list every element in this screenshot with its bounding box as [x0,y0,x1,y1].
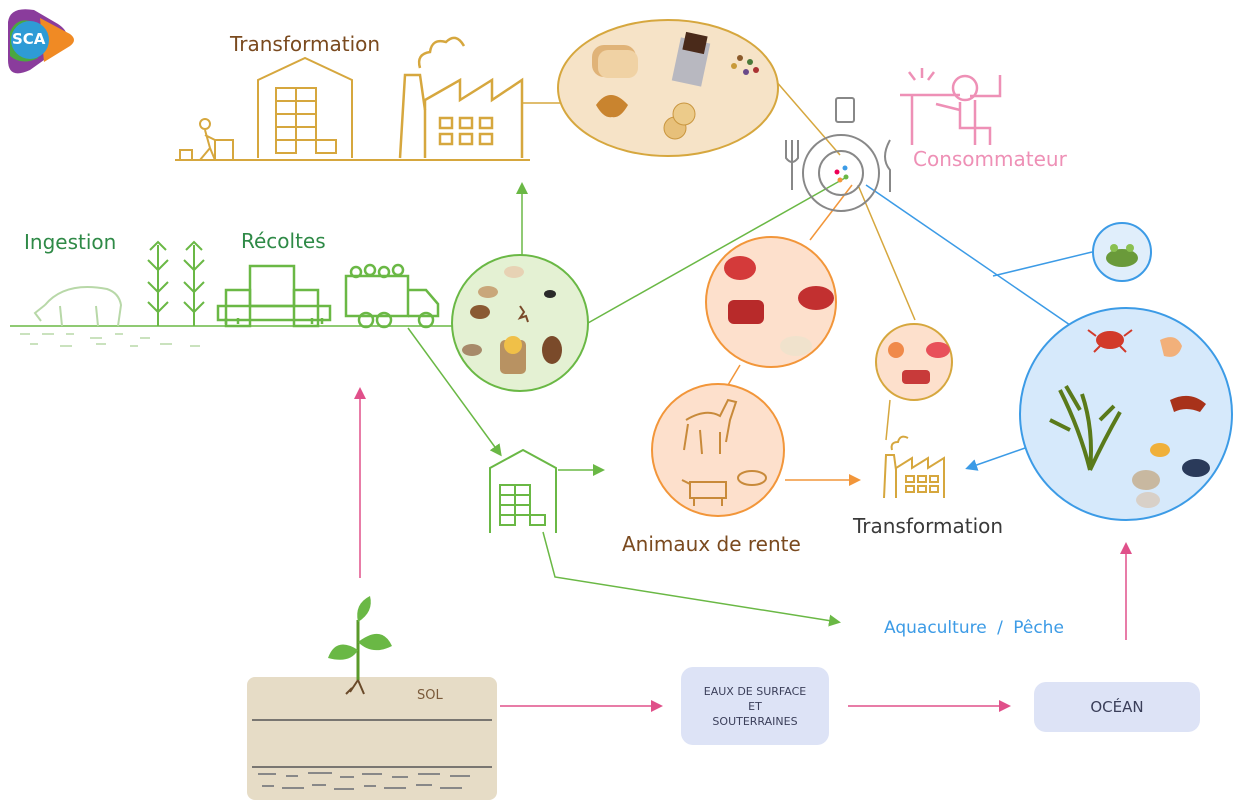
shellfish-icon [1132,443,1210,508]
eaux-box: EAUX DE SURFACE ET SOUTERRAINES [681,667,829,745]
food-bread-icon [592,45,638,78]
corn-icon [147,240,205,326]
crops-bubble [451,254,589,392]
frog-bubble [1092,222,1152,282]
seeds-icon [731,55,759,75]
processed-food-bubble [557,19,779,157]
frog-icon [1106,244,1138,267]
connector-lines [10,79,1132,712]
pig-icon [737,470,767,486]
truck-icon [344,263,440,329]
eaux-line-1: EAUX DE SURFACE [703,684,807,698]
meat-bubble [705,236,837,368]
plant-icon [328,596,392,695]
label-aquaculture-separator: / [997,618,1003,638]
label-animaux-de-rente: Animaux de rente [622,532,801,556]
sca-logo-shape [8,9,74,74]
horse-icon [683,398,738,455]
chocolate-icon [671,31,711,87]
shrimp-icon [1160,337,1182,357]
eaux-line-2: ET [748,699,762,713]
crackers-icon [663,102,696,140]
label-aquaculture-peche: Aquaculture / Pêche [884,618,1064,638]
small-processed-bubble [875,323,953,401]
label-peche: Pêche [1013,618,1064,638]
soil-block [247,677,497,800]
label-transformation-mid: Transformation [853,514,1004,538]
field-dashes [20,333,200,347]
label-transformation-top: Transformation [230,32,381,56]
factory-icon [398,36,524,159]
label-aquaculture: Aquaculture [884,618,987,638]
lobster-icon [1170,395,1206,412]
warehouse-small-icon [489,448,557,533]
ocean-box: OCÉAN [1034,682,1200,732]
consumer-icon [900,68,1002,145]
label-consommateur: Consommateur [913,147,1067,171]
tractor-icon [216,264,332,328]
seaweed-icon [1049,384,1122,471]
ocean-label: OCÉAN [1090,698,1144,716]
farmer-icon [179,118,234,161]
cow-small-icon [681,479,727,506]
croissant-icon [596,95,628,118]
crab-icon [1087,329,1133,353]
seafood-bubble [1019,307,1233,521]
label-recoltes: Récoltes [241,229,326,253]
eaux-line-3: SOUTERRAINES [712,714,798,728]
animals-bubble [651,383,785,517]
plate-icon [785,97,891,212]
warehouse-icon [257,56,353,158]
label-ingestion: Ingestion [24,230,117,254]
label-sol: SOL [417,688,443,703]
cow-icon [33,286,123,327]
factory-small-icon [883,435,945,499]
logo-text: SCA [12,30,46,48]
